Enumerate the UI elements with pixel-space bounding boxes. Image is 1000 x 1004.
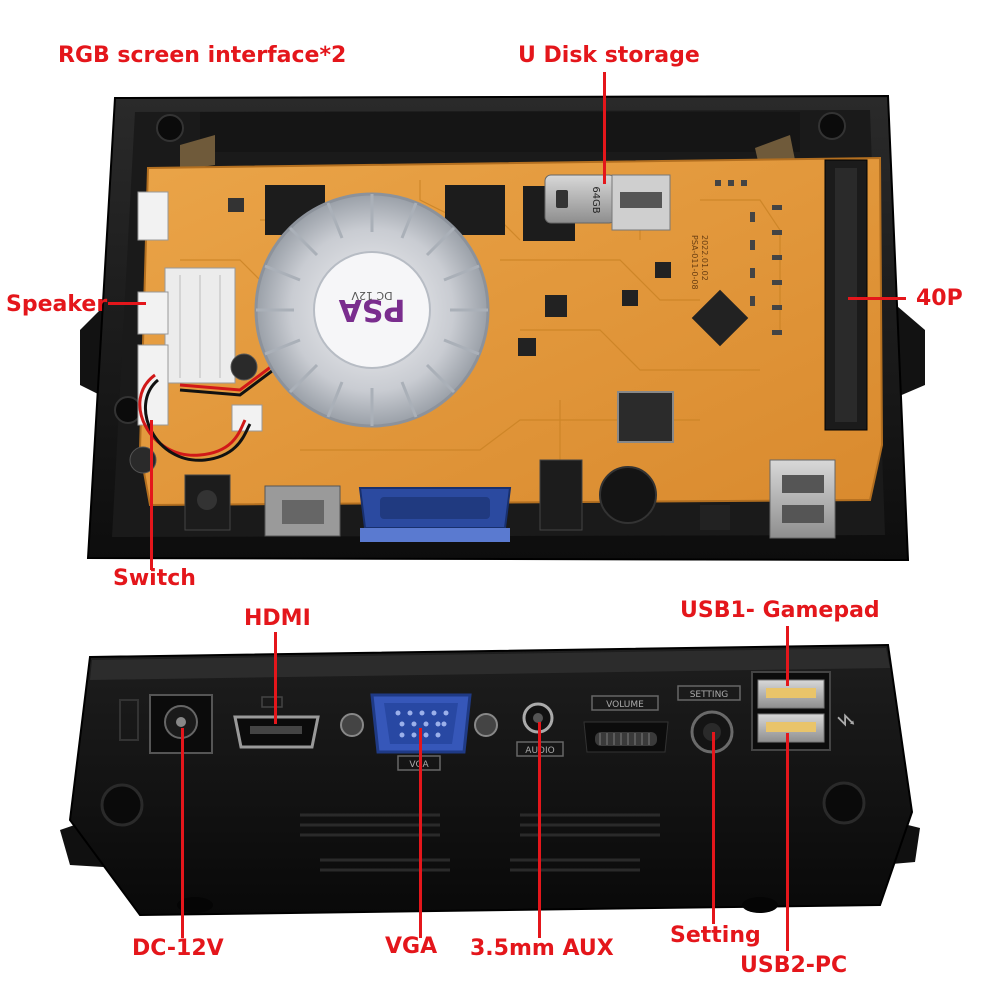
callout-hdmi: HDMI: [244, 606, 311, 631]
pcb-date: 2022.01.02: [700, 235, 709, 281]
leader-vga: [419, 728, 422, 938]
pcb-code: PSA-011-0-08: [690, 235, 699, 290]
leader-usb1: [786, 626, 789, 686]
leader-switch: [150, 420, 153, 570]
vent-slots: [300, 813, 660, 872]
leader-setting: [712, 732, 715, 924]
callout-dc12v: DC-12V: [132, 936, 224, 961]
volume-wheel: VOLUME: [583, 695, 669, 753]
leader-speaker: [108, 302, 146, 305]
callout-setting: Setting: [670, 923, 761, 948]
vga-port: VGA: [340, 693, 498, 771]
leader-dc12v: [181, 728, 184, 938]
closed-case-bottom: VGA AUDIO VOLUME SETTING: [60, 643, 920, 917]
leader-40p: [848, 297, 906, 300]
callout-usb2: USB2-PC: [740, 953, 848, 978]
board-edge-ports: [184, 459, 836, 542]
leader-usb2: [786, 733, 789, 951]
fan-voltage: DC 12V: [351, 289, 393, 302]
left-connectors: [129, 191, 301, 474]
u-disk-stick: 64GB: [544, 174, 671, 231]
leader-u-disk: [603, 72, 606, 184]
callout-usb1: USB1- Gamepad: [680, 598, 880, 623]
leader-aux: [538, 722, 541, 938]
cooling-fan: PSA DC 12V: [254, 192, 490, 428]
callout-u-disk: U Disk storage: [518, 43, 700, 68]
callout-aux: 3.5mm AUX: [470, 936, 614, 961]
callout-switch: Switch: [113, 566, 196, 591]
fan-brand: PSA: [338, 292, 406, 327]
chip: [445, 185, 505, 235]
usb-symbol-icon: ⭍: [836, 713, 857, 728]
callout-vga: VGA: [385, 934, 438, 959]
wifi-module: [617, 391, 674, 443]
open-case-top: PSA-011-0-08 2022.01.02 64GB: [80, 94, 925, 562]
usb-stick-capacity: 64GB: [590, 186, 601, 213]
pcb-board: [138, 156, 884, 507]
hdmi-port: [233, 696, 320, 749]
setting-panel-label: SETTING: [690, 690, 729, 700]
callout-speaker: Speaker: [6, 292, 108, 317]
callout-rgb-screen: RGB screen interface*2: [58, 43, 347, 68]
40p-header: [824, 159, 868, 431]
callout-40p: 40P: [916, 286, 963, 311]
usb-ports: ⭍: [751, 671, 857, 751]
leader-hdmi: [274, 632, 277, 724]
volume-panel-label: VOLUME: [606, 700, 644, 710]
